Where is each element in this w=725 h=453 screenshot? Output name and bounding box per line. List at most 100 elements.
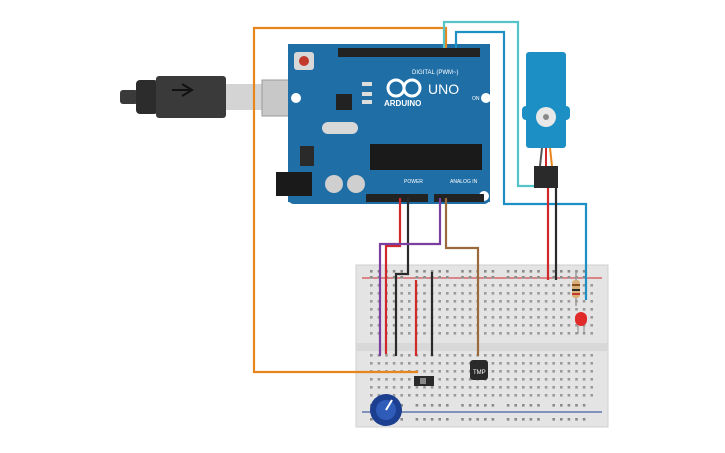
breadboard-hole <box>400 300 403 303</box>
breadboard-hole <box>567 370 571 373</box>
breadboard-hole <box>484 332 487 335</box>
breadboard-hole <box>438 308 441 311</box>
breadboard-hole <box>392 386 396 389</box>
breadboard-hole <box>537 324 540 327</box>
breadboard-hole <box>590 292 593 295</box>
breadboard-hole <box>446 362 449 365</box>
breadboard-hole <box>370 332 373 335</box>
tmp-sensor: TMP <box>470 360 488 380</box>
breadboard-hole <box>446 316 449 319</box>
breadboard-hole <box>491 324 495 327</box>
breadboard-hole <box>392 284 396 287</box>
breadboard-hole <box>506 394 510 397</box>
breadboard-hole <box>400 332 403 335</box>
breadboard-hole <box>446 370 449 373</box>
breadboard-hole <box>461 370 464 373</box>
resistor <box>572 270 580 306</box>
breadboard-hole <box>544 292 548 295</box>
rail-hole <box>438 270 441 273</box>
breadboard-hole <box>377 386 381 389</box>
breadboard-hole <box>446 284 449 287</box>
breadboard-hole <box>590 324 593 327</box>
rail-hole <box>430 270 434 273</box>
breadboard-hole <box>484 354 487 357</box>
breadboard-hole <box>552 354 555 357</box>
rail-hole <box>423 418 426 421</box>
breadboard-hole <box>400 316 403 319</box>
rail-hole <box>392 276 396 279</box>
rail-hole <box>537 418 540 421</box>
wire-orange <box>252 26 448 374</box>
breadboard-hole <box>370 354 373 357</box>
breadboard-hole <box>537 370 540 373</box>
on-label: ON <box>472 96 480 102</box>
breadboard-hole <box>567 284 571 287</box>
breadboard-hole <box>446 394 449 397</box>
breadboard-hole <box>522 284 525 287</box>
rail-hole <box>423 276 426 279</box>
breadboard-hole <box>408 284 411 287</box>
rail-hole <box>415 276 419 279</box>
breadboard-hole <box>590 284 593 287</box>
rail-hole <box>446 418 449 421</box>
breadboard-hole <box>491 386 495 389</box>
breadboard-hole <box>552 386 555 389</box>
breadboard-hole <box>552 292 555 295</box>
breadboard-hole <box>461 316 464 319</box>
breadboard-hole <box>544 332 548 335</box>
breadboard-hole <box>400 362 403 365</box>
breadboard-hole <box>385 354 388 357</box>
breadboard-hole <box>544 316 548 319</box>
rail-hole <box>415 418 419 421</box>
breadboard-hole <box>544 370 548 373</box>
breadboard-hole <box>484 300 487 303</box>
breadboard-hole <box>582 378 586 381</box>
rail-hole <box>461 270 464 273</box>
slide-switch[interactable] <box>414 376 434 386</box>
breadboard-hole <box>567 362 571 365</box>
rail-hole <box>567 270 571 273</box>
rail-hole <box>491 276 495 279</box>
breadboard-hole <box>529 394 533 397</box>
breadboard-hole <box>506 378 510 381</box>
breadboard-hole <box>438 386 441 389</box>
breadboard-hole <box>529 316 533 319</box>
breadboard-hole <box>468 354 472 357</box>
potentiometer[interactable] <box>370 394 402 426</box>
breadboard-hole <box>514 370 517 373</box>
rail-hole <box>522 404 525 407</box>
breadboard-hole <box>430 362 434 365</box>
breadboard-hole <box>506 284 510 287</box>
rail-hole <box>537 270 540 273</box>
breadboard-hole <box>575 332 578 335</box>
breadboard-hole <box>491 316 495 319</box>
rail-hole <box>552 270 555 273</box>
breadboard-hole <box>408 324 411 327</box>
breadboard-hole <box>575 354 578 357</box>
breadboard-hole <box>453 332 457 335</box>
breadboard-hole <box>491 332 495 335</box>
arduino-logo <box>386 78 422 98</box>
breadboard-hole <box>529 308 533 311</box>
rail-hole <box>430 418 434 421</box>
breadboard-hole <box>529 300 533 303</box>
breadboard-hole <box>453 324 457 327</box>
arduino-board: DIGITAL (PWM~) ARDUINO UNO ON POWER ANAL… <box>276 44 491 204</box>
rail-hole <box>423 404 426 407</box>
breadboard-hole <box>544 354 548 357</box>
breadboard-hole <box>438 370 441 373</box>
breadboard-hole <box>567 292 571 295</box>
breadboard-hole <box>582 284 586 287</box>
breadboard-hole <box>590 386 593 389</box>
breadboard-hole <box>461 308 464 311</box>
breadboard-hole <box>438 378 441 381</box>
breadboard-hole <box>514 332 517 335</box>
breadboard-hole <box>522 354 525 357</box>
breadboard-hole <box>506 316 510 319</box>
rail-hole <box>370 418 373 421</box>
breadboard-hole <box>590 332 593 335</box>
breadboard-hole <box>430 370 434 373</box>
breadboard-hole <box>392 394 396 397</box>
crystal <box>322 122 358 134</box>
breadboard-hole <box>423 354 426 357</box>
